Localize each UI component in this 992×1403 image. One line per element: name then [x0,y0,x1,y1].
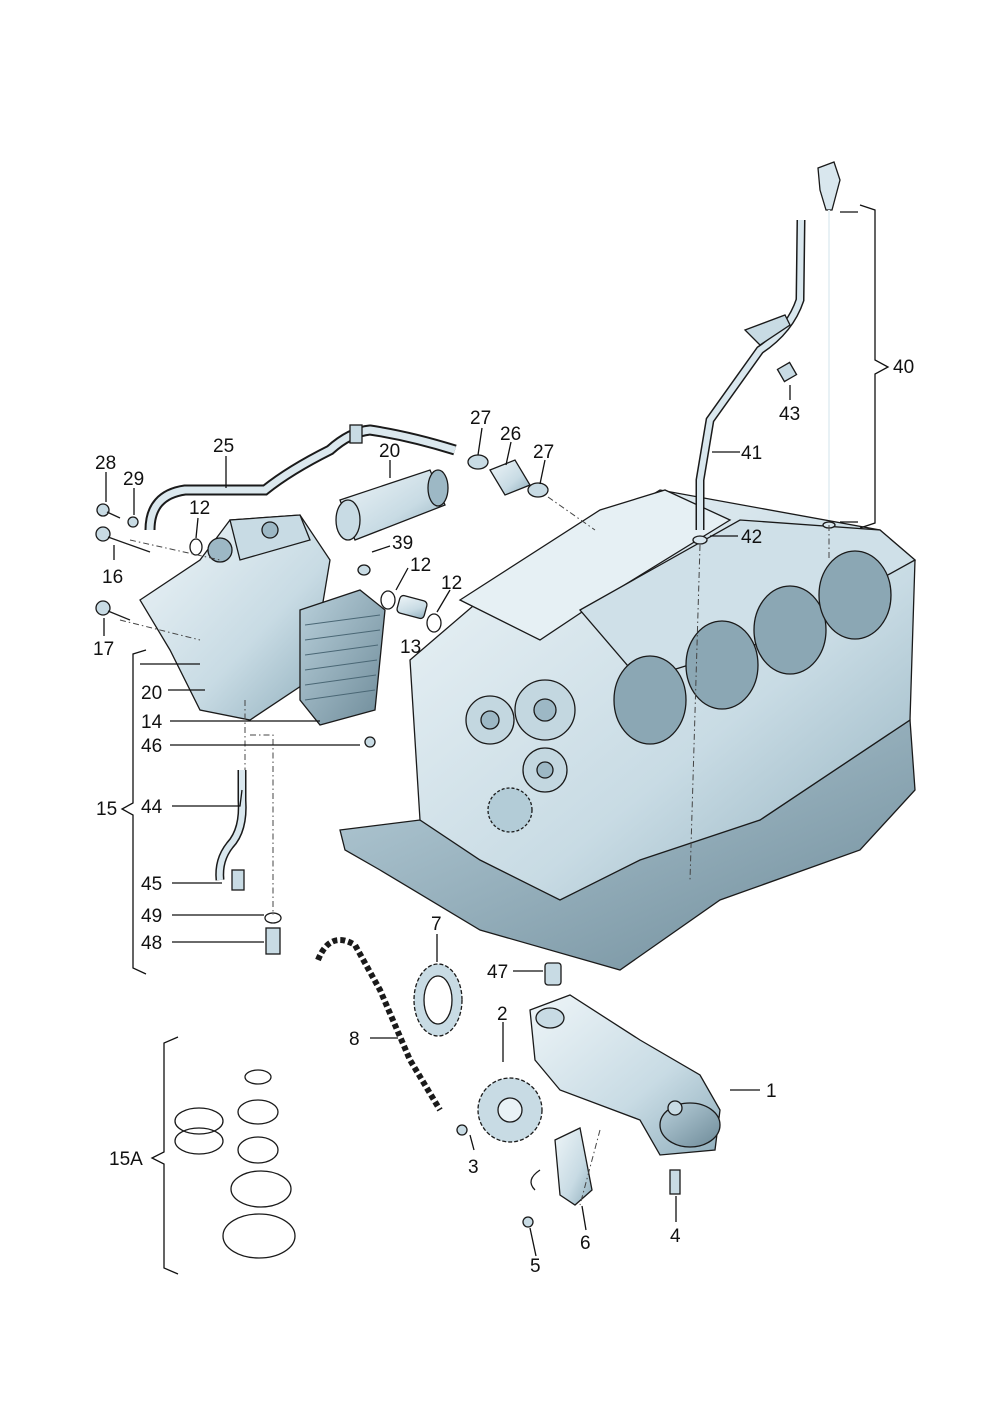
oil-dipstick [817,161,841,529]
callout-28: 28 [95,453,116,474]
small-bolts-pump [456,962,681,1228]
callout-15A: 15A [109,1149,143,1170]
callout-47: 47 [487,962,508,983]
dipstick-guide-tube [692,219,806,545]
oil-filter-cartridge [335,469,449,541]
callout-41: 41 [741,443,762,464]
callout-40: 40 [893,357,914,378]
callout-1: 1 [766,1081,777,1102]
callout-5: 5 [530,1256,541,1277]
oring-set [174,1069,296,1259]
callout-6: 6 [580,1233,591,1254]
callout-16: 16 [102,567,123,588]
callout-2: 2 [497,1004,508,1025]
callout-20-filter: 20 [379,441,400,462]
front-pulleys [465,679,576,833]
oil-cooler [299,589,386,726]
callout-13: 13 [400,637,421,658]
breather-hose [144,424,457,531]
callout-27-left: 27 [470,408,491,429]
callout-45: 45 [141,874,162,895]
callout-20-housing: 20 [141,683,162,704]
drive-chain [315,937,443,1112]
sleeve-with-orings [189,538,442,633]
callout-26: 26 [500,424,521,445]
callout-12-mid: 12 [410,555,431,576]
oil-return-pipe [215,770,282,955]
crank-sprocket [413,963,463,1037]
callout-15: 15 [96,799,117,820]
callout-39: 39 [392,533,413,554]
callout-49: 49 [141,906,162,927]
callout-17: 17 [93,639,114,660]
callout-14: 14 [141,712,163,733]
callout-labels: 1 2 3 4 5 6 7 8 12 12 12 13 14 15 15A 16… [93,357,914,1277]
callout-44: 44 [141,797,163,818]
assembly-lines [119,496,830,1206]
callout-12-top: 12 [189,498,210,519]
connecting-pipe [467,454,549,498]
bolts-left [95,503,376,748]
callout-29: 29 [123,469,144,490]
cylinder-bores [613,550,892,745]
callout-27-right: 27 [533,442,554,463]
callout-8: 8 [349,1029,360,1050]
oil-pump [529,994,721,1156]
engine-block [339,489,917,971]
chain-sprocket [477,1077,543,1143]
chain-tensioner [530,1127,593,1206]
callout-46: 46 [141,736,162,757]
callout-7: 7 [431,914,442,935]
callout-12-right: 12 [441,573,462,594]
callout-4: 4 [670,1226,681,1247]
leader-lines [103,204,890,1275]
callout-48: 48 [141,933,162,954]
callout-43: 43 [779,404,800,425]
callout-3: 3 [468,1157,479,1178]
callout-42: 42 [741,527,762,548]
callout-25: 25 [213,436,234,457]
